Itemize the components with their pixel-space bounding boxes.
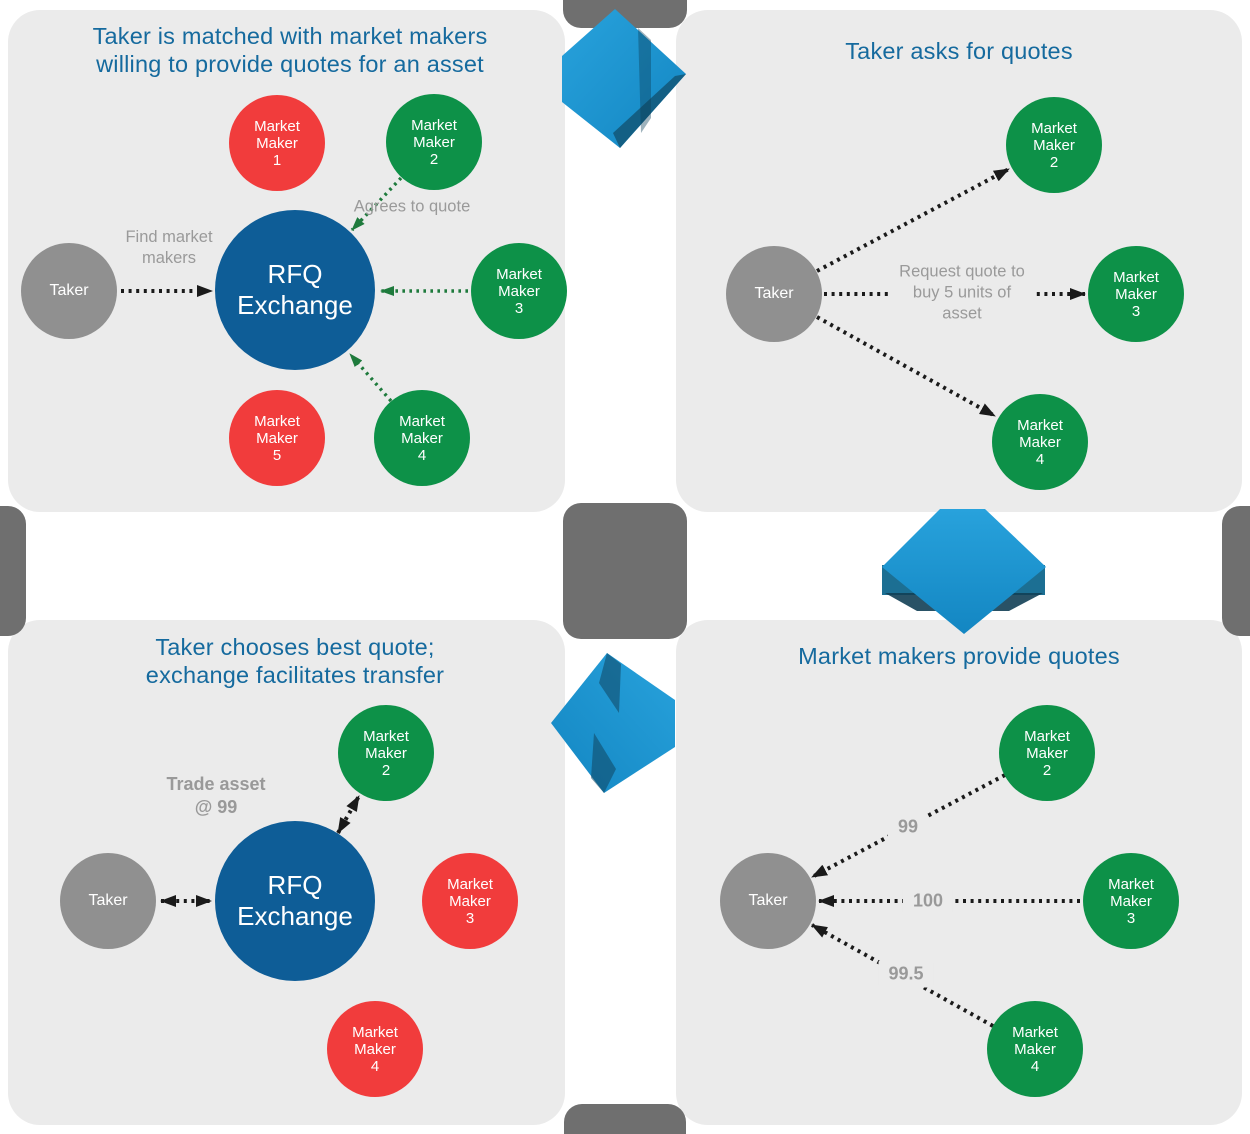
match-taker-node: Taker [21, 243, 117, 339]
panel-title-taker-matched: Taker is matched with market makers will… [92, 23, 488, 77]
choose-market-maker-2-node: Market Maker 2 [338, 705, 434, 801]
quote-label-mm4: 99.5 [878, 960, 934, 988]
panel-title-makers-quote: Market makers provide quotes [798, 643, 1120, 669]
ask-market-maker-3-node: Market Maker 3 [1088, 246, 1184, 342]
flow-arrow-left-icon [551, 653, 675, 793]
match-market-maker-3-node: Market Maker 3 [471, 243, 567, 339]
match-market-maker-1-node: Market Maker 1 [229, 95, 325, 191]
annotation-find-market-makers: Find market makers [125, 228, 213, 267]
annotation-request-quote: Request quote to buy 5 units of asset [889, 259, 1035, 327]
divider-square-left-edge [0, 506, 26, 636]
flow-arrow-right-icon [562, 9, 686, 148]
match-market-maker-2-node: Market Maker 2 [386, 94, 482, 190]
annotation-agrees-to-quote: Agrees to quote [353, 197, 471, 216]
annotation-trade-asset: Trade asset @ 99 [166, 774, 266, 817]
quotes-market-maker-4-node: Market Maker 4 [987, 1001, 1083, 1097]
match-market-maker-5-node: Market Maker 5 [229, 390, 325, 486]
divider-square-right-edge [1222, 506, 1250, 636]
quotes-market-maker-3-node: Market Maker 3 [1083, 853, 1179, 949]
divider-square-bottom-edge [564, 1104, 686, 1134]
choose-rfq-exchange-node: RFQ Exchange [215, 821, 375, 981]
match-market-maker-4-node: Market Maker 4 [374, 390, 470, 486]
choose-taker-node: Taker [60, 853, 156, 949]
ask-market-maker-2-node: Market Maker 2 [1006, 97, 1102, 193]
match-rfq-exchange-node: RFQ Exchange [215, 210, 375, 370]
ask-taker-node: Taker [726, 246, 822, 342]
panel-title-taker-asks: Taker asks for quotes [845, 38, 1073, 64]
choose-market-maker-4-node: Market Maker 4 [327, 1001, 423, 1097]
choose-market-maker-3-node: Market Maker 3 [422, 853, 518, 949]
flow-arrow-down-icon [882, 509, 1046, 634]
quotes-taker-node: Taker [720, 853, 816, 949]
quote-label-mm3: 100 [902, 887, 954, 915]
quotes-market-maker-2-node: Market Maker 2 [999, 705, 1095, 801]
divider-square-center [563, 503, 687, 639]
quote-label-mm2: 99 [887, 813, 929, 841]
panel-title-taker-chooses: Taker chooses best quote; exchange facil… [145, 634, 445, 688]
ask-market-maker-4-node: Market Maker 4 [992, 394, 1088, 490]
